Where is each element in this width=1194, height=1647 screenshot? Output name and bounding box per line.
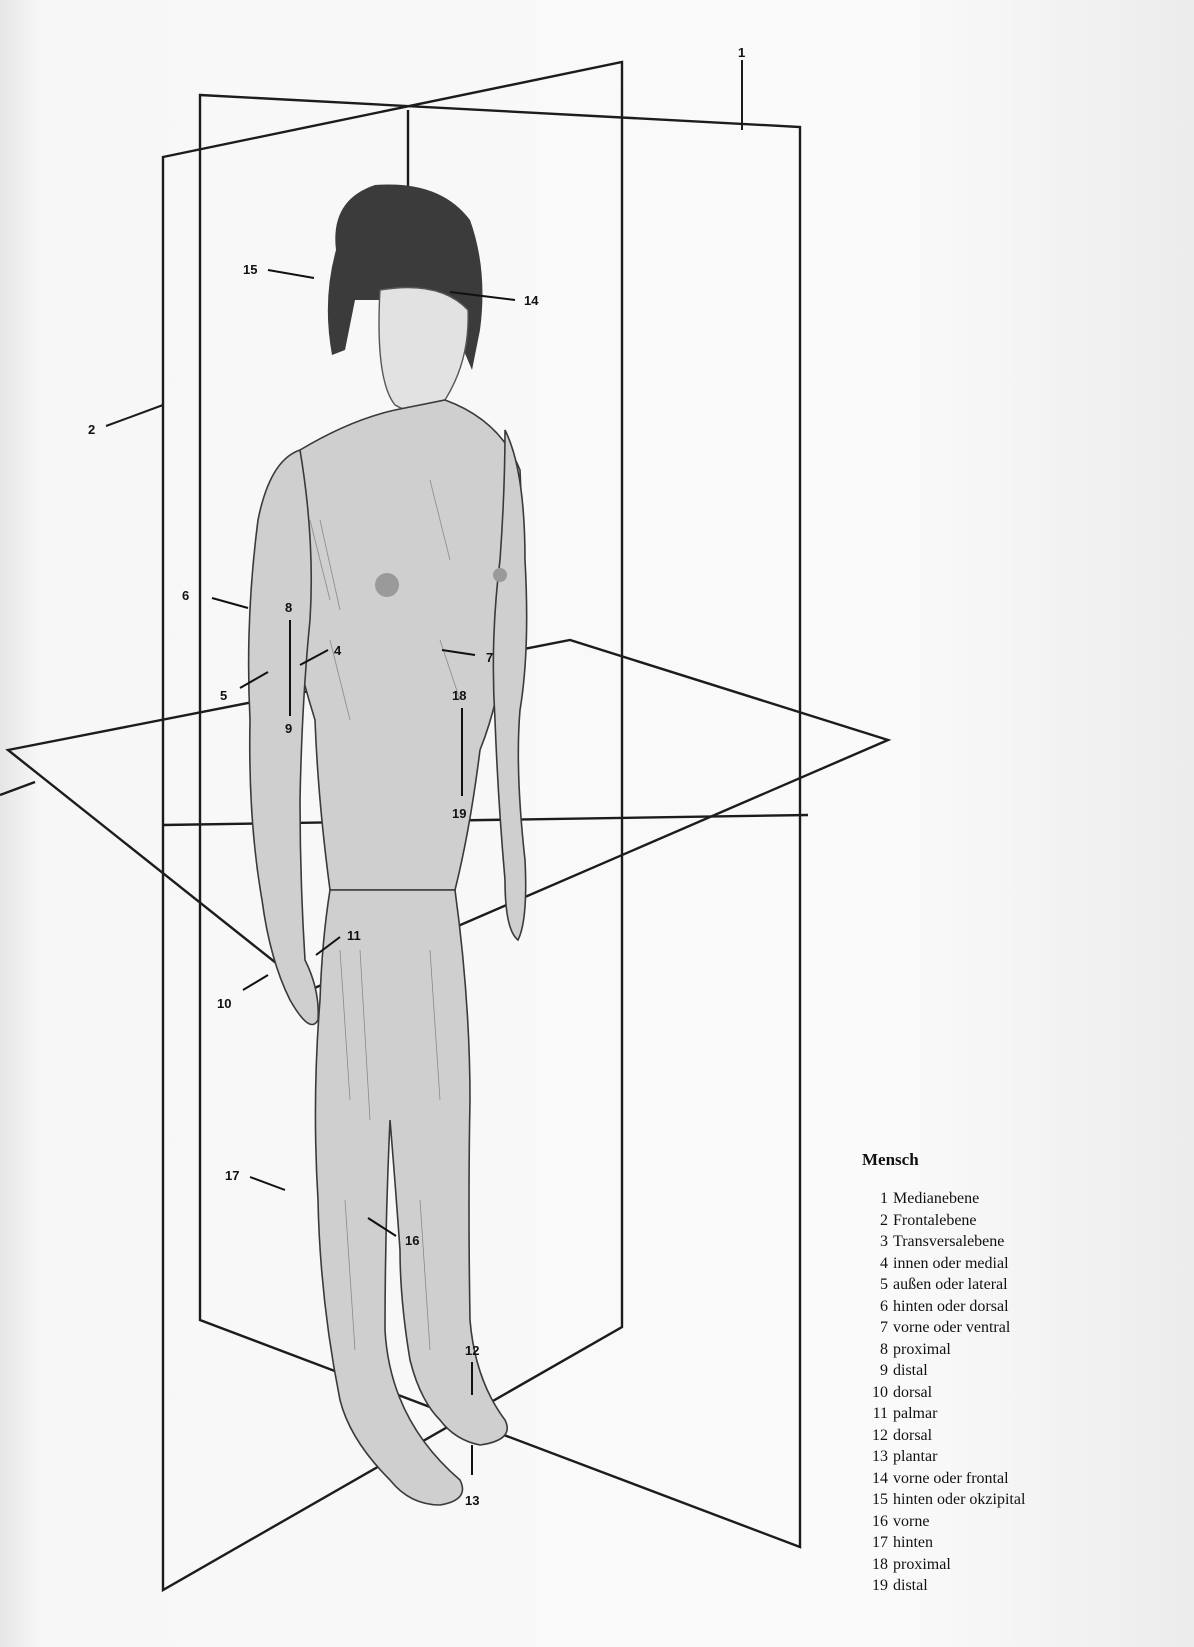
legend-item-text: hinten: [893, 1534, 933, 1551]
arrow-17: [250, 1177, 285, 1190]
legend-item: 19 distal: [862, 1575, 1122, 1597]
legend-item-text: innen oder medial: [893, 1255, 1009, 1272]
label-16: 16: [405, 1233, 419, 1248]
legend-item: 4 innen oder medial: [862, 1253, 1122, 1275]
arrow-6: [212, 598, 248, 608]
legend-item-number: 7: [862, 1317, 888, 1339]
label-13: 13: [465, 1493, 479, 1508]
legend-item: 14 vorne oder frontal: [862, 1468, 1122, 1490]
label-11: 11: [347, 928, 361, 943]
legend-item: 6 hinten oder dorsal: [862, 1296, 1122, 1318]
legend-item-number: 13: [862, 1446, 888, 1468]
label-12: 12: [465, 1343, 479, 1358]
legend-item: 10 dorsal: [862, 1382, 1122, 1404]
legend-list: 1 Medianebene 2 Frontalebene 3 Transversalebe…: [862, 1188, 1122, 1597]
legend-item: 8 proximal: [862, 1339, 1122, 1361]
legend-item-number: 15: [862, 1489, 888, 1511]
label-14: 14: [524, 293, 539, 308]
legend-item: 12 dorsal: [862, 1425, 1122, 1447]
label-17: 17: [225, 1168, 239, 1183]
legend-item-text: Medianebene: [893, 1190, 979, 1207]
label-1: 1: [738, 45, 745, 60]
label-9: 9: [285, 721, 292, 736]
legend-item-number: 4: [862, 1253, 888, 1275]
face: [379, 288, 468, 412]
label-15: 15: [243, 262, 257, 277]
legend-item-number: 6: [862, 1296, 888, 1318]
legend-item-number: 9: [862, 1360, 888, 1382]
arrow-10: [243, 975, 268, 990]
label-6: 6: [182, 588, 189, 603]
label-5: 5: [220, 688, 227, 703]
legend-item-text: hinten oder okzipital: [893, 1491, 1025, 1508]
legend-item-number: 17: [862, 1532, 888, 1554]
legend-item-number: 18: [862, 1554, 888, 1576]
legend-item: 9 distal: [862, 1360, 1122, 1382]
legend-item: 17 hinten: [862, 1532, 1122, 1554]
label-8: 8: [285, 600, 292, 615]
legend-item-text: palmar: [893, 1405, 937, 1422]
legend-item-number: 11: [862, 1403, 888, 1425]
legend-item: 7 vorne oder ventral: [862, 1317, 1122, 1339]
legend-item-text: dorsal: [893, 1384, 932, 1401]
legend-item-text: hinten oder dorsal: [893, 1298, 1009, 1315]
legend-item-text: dorsal: [893, 1427, 932, 1444]
legend-item-number: 5: [862, 1274, 888, 1296]
legend-item-text: außen oder lateral: [893, 1276, 1008, 1293]
legend-item-text: proximal: [893, 1341, 951, 1358]
legend-item-number: 1: [862, 1188, 888, 1210]
legend-item-text: distal: [893, 1362, 928, 1379]
legend-item: 15 hinten oder okzipital: [862, 1489, 1122, 1511]
legend-item-text: plantar: [893, 1448, 937, 1465]
legend-item-text: distal: [893, 1577, 928, 1594]
legend-item-number: 2: [862, 1210, 888, 1232]
legend-item-text: vorne oder frontal: [893, 1470, 1009, 1487]
breast-left: [375, 573, 399, 597]
leader-2: [106, 405, 163, 426]
label-10: 10: [217, 996, 231, 1011]
legend-item-number: 12: [862, 1425, 888, 1447]
legend-item: 5 außen oder lateral: [862, 1274, 1122, 1296]
legend-item-number: 8: [862, 1339, 888, 1361]
legend-item-text: vorne: [893, 1513, 929, 1530]
label-2: 2: [88, 422, 95, 437]
legend-item-text: proximal: [893, 1556, 951, 1573]
legend-item-number: 10: [862, 1382, 888, 1404]
arm-back: [249, 450, 319, 1025]
label-19: 19: [452, 806, 466, 821]
label-4: 4: [334, 643, 342, 658]
legend-item: 11 palmar: [862, 1403, 1122, 1425]
legend-title: Mensch: [862, 1150, 1122, 1170]
legend-item-number: 3: [862, 1231, 888, 1253]
legend-item: 13 plantar: [862, 1446, 1122, 1468]
legend-item: 1 Medianebene: [862, 1188, 1122, 1210]
torso: [280, 400, 521, 890]
legend-item: 16 vorne: [862, 1511, 1122, 1533]
legend-item: 18 proximal: [862, 1554, 1122, 1576]
legend-item: 2 Frontalebene: [862, 1210, 1122, 1232]
plane-edge-left: [0, 782, 35, 795]
legend-item-number: 14: [862, 1468, 888, 1490]
legend-item: 3 Transversalebene: [862, 1231, 1122, 1253]
legend-item-text: vorne oder ventral: [893, 1319, 1010, 1336]
legend-item-number: 19: [862, 1575, 888, 1597]
legend-item-text: Transversalebene: [893, 1233, 1004, 1250]
legend-item-number: 16: [862, 1511, 888, 1533]
breast-right: [493, 568, 507, 582]
arrow-15: [268, 270, 314, 278]
human-figure: [249, 184, 527, 1505]
legend: Mensch 1 Medianebene 2 Frontalebene 3 Transve…: [862, 1150, 1122, 1597]
label-7: 7: [486, 650, 493, 665]
label-18: 18: [452, 688, 466, 703]
legend-item-text: Frontalebene: [893, 1212, 977, 1229]
